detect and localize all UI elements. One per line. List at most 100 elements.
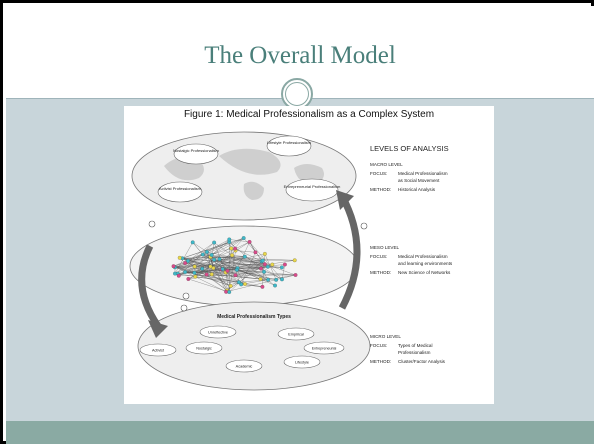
network-edge bbox=[211, 241, 230, 256]
micro-type-label: Lifestyle bbox=[295, 361, 309, 365]
macro-method: Historical Analysis bbox=[398, 187, 436, 192]
arrow-head-icon bbox=[336, 190, 354, 210]
network-edge bbox=[175, 268, 223, 274]
network-edge bbox=[210, 256, 214, 269]
macro-method-label: METHOD: bbox=[370, 187, 391, 192]
network-edge bbox=[221, 269, 296, 276]
network-node bbox=[227, 290, 232, 294]
network-node bbox=[192, 270, 197, 275]
network-edge bbox=[174, 267, 261, 280]
network-node bbox=[266, 277, 271, 282]
network-node bbox=[241, 236, 246, 240]
network-edge bbox=[232, 255, 245, 257]
network-edge bbox=[226, 253, 265, 291]
micro-type-label: Entrepreneurial bbox=[312, 347, 337, 351]
network-edge bbox=[229, 260, 263, 293]
network-edge bbox=[206, 241, 230, 253]
micro-type-label: Unreflective bbox=[208, 331, 228, 335]
network-node bbox=[200, 266, 205, 271]
network-edge bbox=[229, 239, 250, 243]
figure-image: Figure 1: Medical Professionalism as a C… bbox=[124, 106, 494, 404]
micro-type-label: Nostalgic bbox=[196, 347, 212, 351]
network-node bbox=[209, 272, 214, 277]
network-node bbox=[193, 274, 198, 279]
network-node bbox=[233, 273, 238, 278]
network-graph bbox=[171, 236, 298, 294]
micro-method: Cluster/Factor Analysis bbox=[398, 359, 446, 364]
network-node bbox=[205, 250, 209, 254]
network-edge bbox=[174, 256, 211, 268]
network-node bbox=[253, 250, 258, 255]
macro-focus-line1: Medical Professionalism bbox=[398, 171, 448, 176]
network-edge bbox=[235, 271, 265, 276]
macro-level-label: MACRO LEVEL bbox=[370, 162, 403, 167]
network-node bbox=[208, 264, 213, 269]
macro-type-ellipse bbox=[173, 143, 219, 165]
network-node bbox=[171, 264, 176, 269]
upward-cycle-arrow bbox=[338, 194, 361, 310]
map-landmass bbox=[219, 148, 281, 175]
network-node bbox=[204, 272, 209, 277]
micro-method-label: METHOD: bbox=[370, 359, 391, 364]
macro-type-label: Entrepreneurial Professionalism bbox=[284, 184, 341, 189]
network-edge bbox=[281, 264, 286, 280]
network-edge bbox=[178, 255, 233, 276]
network-node bbox=[225, 268, 230, 273]
network-node bbox=[262, 251, 267, 256]
divider-ring-icon bbox=[281, 78, 313, 110]
network-edge bbox=[226, 274, 296, 292]
network-edge bbox=[225, 272, 231, 287]
person-icon bbox=[180, 304, 188, 312]
micro-focus-line1: Types of Medical bbox=[398, 343, 432, 348]
network-edge bbox=[206, 251, 211, 267]
network-edge bbox=[187, 237, 244, 262]
micro-focus-line2: Professionalism bbox=[398, 350, 431, 355]
network-node bbox=[234, 268, 239, 272]
network-node bbox=[293, 273, 298, 277]
macro-type-ellipse bbox=[285, 178, 339, 202]
network-node bbox=[186, 259, 190, 263]
meso-level-label: MESO LEVEL bbox=[370, 245, 400, 250]
network-edge bbox=[188, 256, 245, 280]
network-node bbox=[212, 240, 217, 245]
meso-method: New Science of Networks bbox=[398, 270, 451, 275]
person-icon bbox=[148, 220, 156, 228]
downward-cycle-arrow bbox=[138, 244, 161, 329]
network-node bbox=[228, 284, 233, 288]
network-edge bbox=[206, 251, 265, 265]
network-edge bbox=[235, 248, 262, 262]
network-edge bbox=[187, 254, 203, 262]
network-node bbox=[274, 277, 279, 282]
network-edge bbox=[211, 239, 230, 256]
network-node bbox=[227, 237, 232, 242]
slide-title: The Overall Model bbox=[204, 42, 396, 69]
network-edge bbox=[244, 256, 283, 280]
network-node bbox=[292, 258, 297, 263]
network-edge bbox=[219, 258, 265, 265]
network-node bbox=[279, 265, 284, 270]
person-icon bbox=[360, 222, 368, 230]
macro-focus-label: FOCUS: bbox=[370, 171, 387, 176]
micro-type-label: Empirical bbox=[288, 333, 304, 337]
network-edge bbox=[264, 253, 277, 280]
meso-focus-label: FOCUS: bbox=[370, 254, 387, 259]
network-node bbox=[265, 264, 270, 269]
network-node bbox=[200, 252, 205, 257]
network-node bbox=[192, 264, 197, 269]
network-node bbox=[220, 267, 225, 271]
network-edge bbox=[187, 242, 215, 262]
micro-plane bbox=[137, 301, 371, 391]
network-node bbox=[177, 255, 182, 260]
complex-system-diagram: Nostalgic Professionalism Lifestyle Prof… bbox=[129, 131, 453, 391]
network-edge bbox=[249, 241, 283, 280]
network-node bbox=[233, 246, 237, 251]
network-edge bbox=[174, 254, 212, 268]
network-node bbox=[258, 277, 263, 282]
meso-method-label: METHOD: bbox=[370, 270, 391, 275]
network-edge bbox=[210, 266, 282, 268]
network-edge bbox=[206, 274, 230, 293]
network-edge bbox=[173, 266, 227, 292]
network-edge bbox=[182, 258, 268, 267]
network-node bbox=[270, 262, 275, 267]
macro-type-label: Nostalgic Professionalism bbox=[173, 148, 219, 153]
